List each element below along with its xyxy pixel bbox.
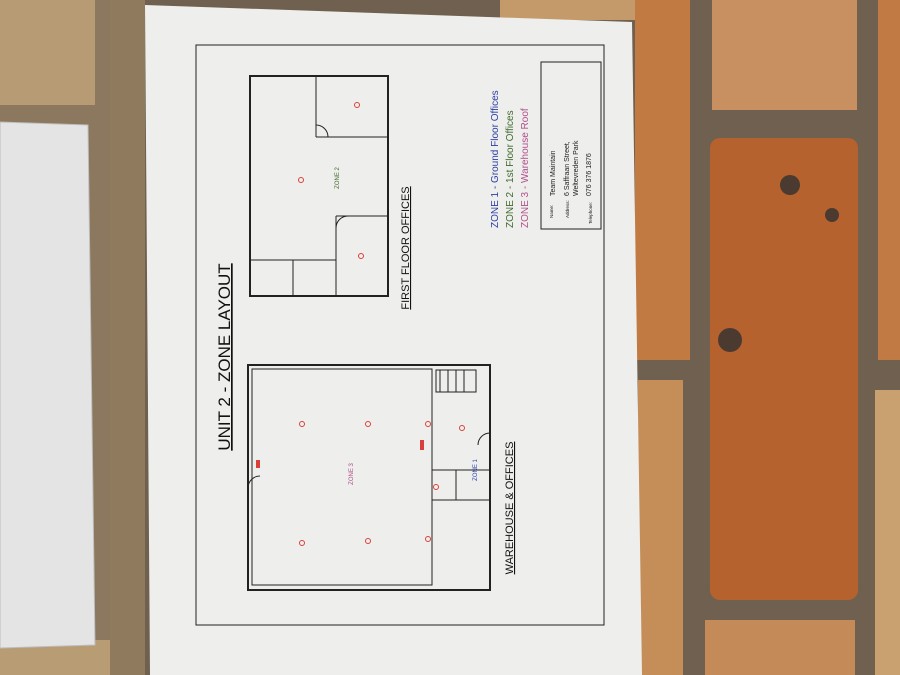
ceiling-markers — [298, 102, 465, 546]
warehouse-heading: WAREHOUSE & OFFICES — [504, 442, 516, 575]
whiteboard — [0, 121, 96, 649]
info-box: Name: Team Maintain Address: 6 Saffraan … — [540, 61, 602, 230]
address-line2: Weltevreden Park — [573, 140, 580, 196]
drawing-border — [195, 44, 605, 626]
paper-sheet — [145, 5, 642, 675]
legend-zone2: ZONE 2 - 1st Floor Offices — [505, 110, 516, 228]
legend: ZONE 1 - Ground Floor Offices ZONE 2 - 1… — [490, 90, 531, 228]
warehouse-plan — [247, 364, 491, 591]
fire-extinguisher-icon — [256, 460, 260, 468]
name-value: Team Maintain — [550, 150, 557, 196]
telephone-value: 076 376 1876 — [586, 153, 593, 196]
name-label: Name: — [549, 205, 554, 218]
address-line1: 6 Saffraan Street, — [564, 141, 571, 196]
fire-panel-icon — [420, 440, 424, 450]
telephone-label: Telephone: — [588, 202, 593, 224]
zone2-label: ZONE 2 — [335, 167, 341, 189]
first-floor-plan — [249, 75, 389, 297]
zone3-label: ZONE 3 — [349, 463, 355, 485]
legend-zone1: ZONE 1 - Ground Floor Offices — [490, 90, 501, 228]
first-floor-heading: FIRST FLOOR OFFICES — [400, 186, 412, 309]
zone1-label: ZONE 1 — [473, 459, 479, 481]
legend-zone3: ZONE 3 - Warehouse Roof — [520, 108, 531, 228]
address-label: Address: — [565, 200, 570, 218]
plan-title: UNIT 2 - ZONE LAYOUT — [215, 263, 234, 450]
